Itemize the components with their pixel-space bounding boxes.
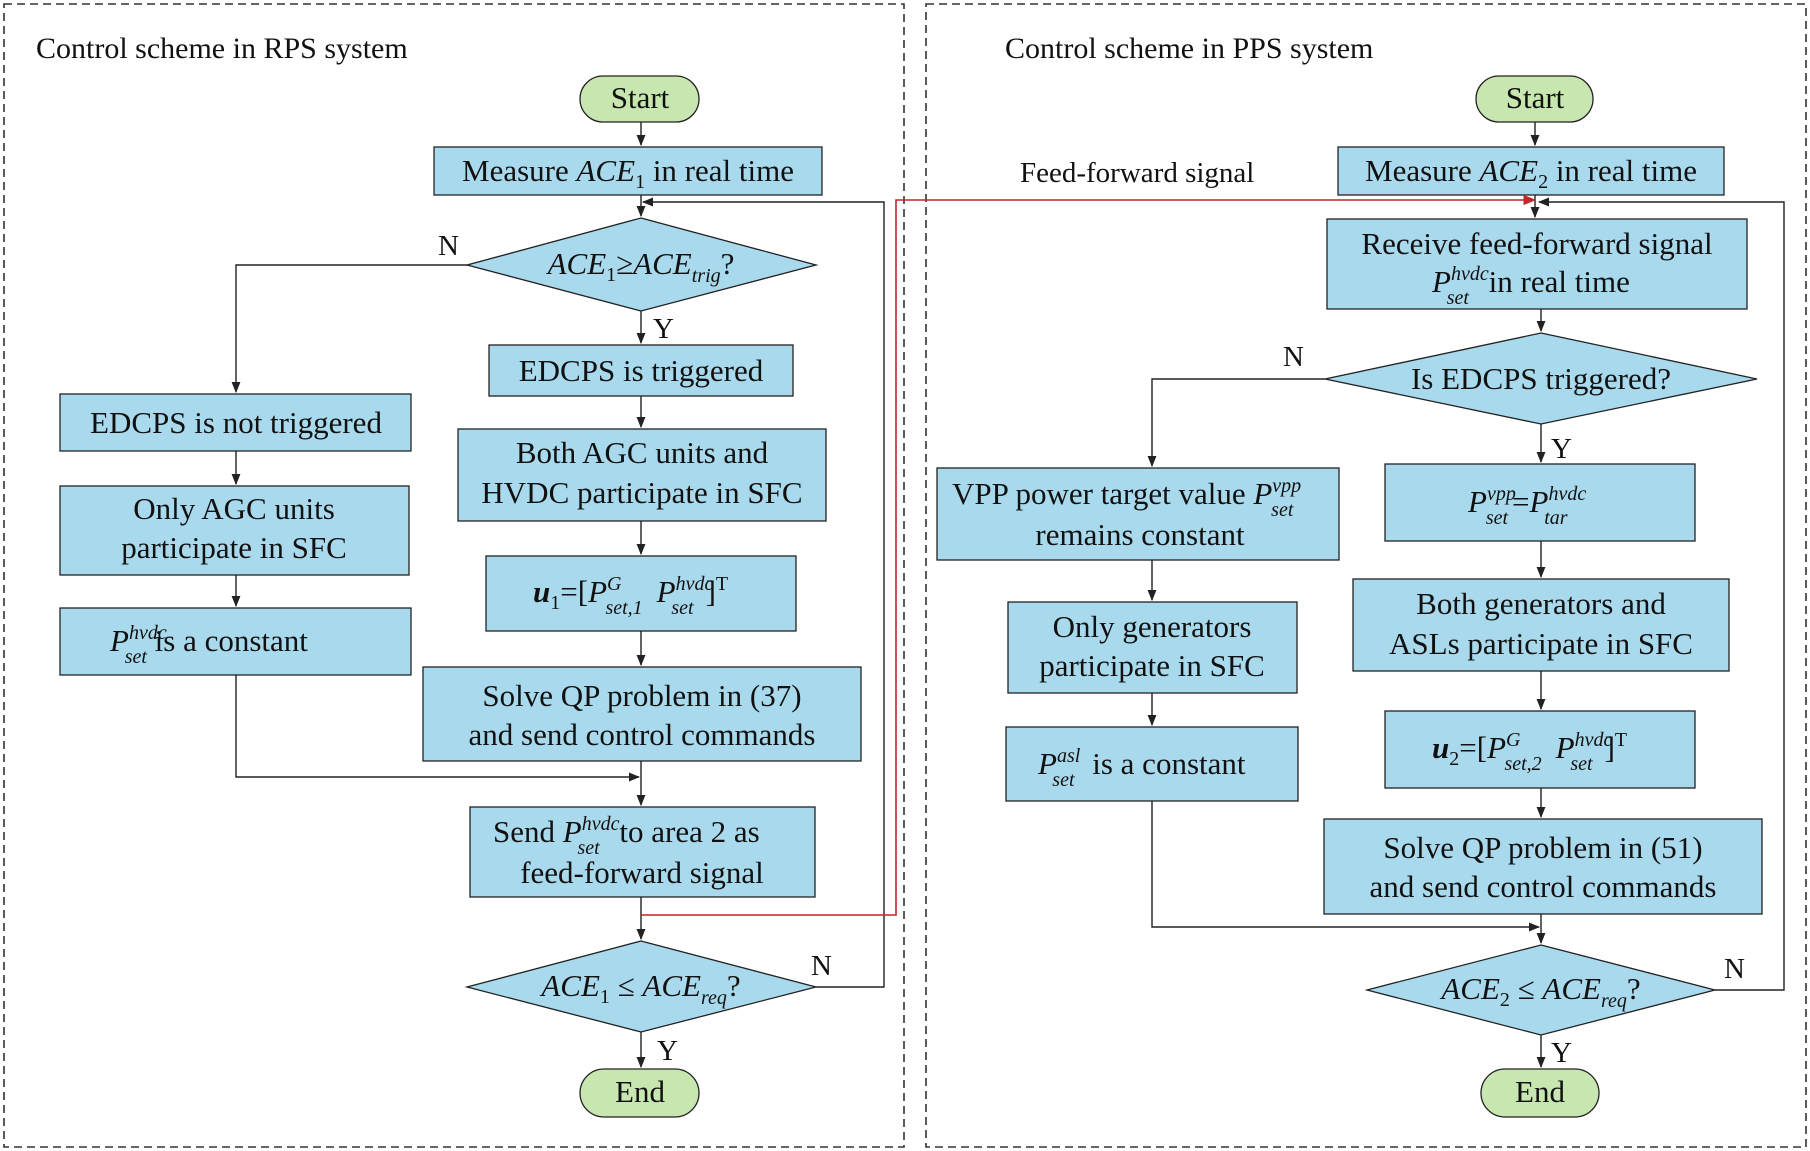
left-decision1-yes-label: Y: [653, 313, 674, 345]
right-both-box: [1352, 578, 1730, 672]
left-measure-label: Measure ACE1 in real time: [462, 153, 794, 193]
right-receive-box: [1326, 218, 1748, 310]
left-u-vector-box: [485, 555, 797, 632]
right-end-terminal: [1480, 1068, 1600, 1118]
right-end-label: End: [1515, 1074, 1565, 1109]
left-both-line1: Both AGC units and: [516, 435, 769, 470]
left-decision2-yes-label: Y: [657, 1035, 678, 1067]
left-start-label: Start: [611, 80, 670, 115]
pps-panel-title: Control scheme in PPS system: [1005, 32, 1373, 65]
left-only-agc-line2: participate in SFC: [121, 530, 347, 565]
left-solve-line1: Solve QP problem in (37): [482, 678, 801, 713]
left-end-label: End: [615, 1074, 665, 1109]
left-end-terminal: [579, 1068, 700, 1118]
right-start-label: Start: [1506, 80, 1565, 115]
right-receive-line1: Receive feed-forward signal: [1361, 226, 1712, 261]
right-vpp-line2: remains constant: [1035, 517, 1245, 552]
right-only-gen-box: [1007, 601, 1298, 694]
right-only-gen-line2: participate in SFC: [1039, 648, 1265, 683]
left-start-terminal: [579, 75, 700, 123]
pps-panel: [925, 3, 1807, 1148]
left-not-triggered-label: EDCPS is not triggered: [90, 405, 382, 440]
right-decision2-yes-label: Y: [1551, 1037, 1572, 1069]
left-both-line2: HVDC participate in SFC: [481, 475, 802, 510]
feed-forward-line: [641, 194, 1537, 916]
left-measure-box: [433, 146, 823, 196]
feed-forward-label: Feed-forward signal: [1020, 157, 1254, 189]
left-constant-box: [59, 607, 412, 676]
right-decision2-no-label: N: [1724, 953, 1745, 985]
right-measure-label: Measure ACE2 in real time: [1365, 153, 1697, 193]
right-decision1-yes-label: Y: [1551, 433, 1572, 465]
right-measure-box: [1337, 146, 1725, 196]
right-requirement-decision-label: ACE2 ≤ ACEreq?: [1439, 971, 1640, 1012]
left-decision1-no-label: N: [438, 230, 459, 262]
rps-panel-title: Control scheme in RPS system: [36, 32, 408, 65]
left-decision2-no-label: N: [811, 950, 832, 982]
right-vpp-box: [936, 467, 1340, 561]
left-triggered-box: [488, 344, 794, 397]
left-solve-line2: and send control commands: [469, 717, 816, 752]
left-send-box: [469, 806, 816, 898]
right-both-line2: ASLs participate in SFC: [1389, 626, 1693, 661]
right-triggered-decision-label: Is EDCPS triggered?: [1411, 361, 1671, 396]
right-solve-line2: and send control commands: [1370, 869, 1717, 904]
left-only-agc-line1: Only AGC units: [133, 491, 335, 526]
left-trigger-decision-label: ACE1≥ACEtrig?: [546, 246, 735, 287]
right-u-vector-box: [1384, 710, 1696, 789]
right-vpp-equation-box: [1384, 463, 1696, 542]
right-both-line1: Both generators and: [1416, 586, 1666, 621]
rps-panel: [3, 3, 905, 1148]
right-solve-box: [1323, 818, 1763, 915]
left-triggered-label: EDCPS is triggered: [519, 353, 764, 388]
left-connectors: [231, 122, 885, 1069]
right-decision1-no-label: N: [1283, 341, 1304, 373]
right-asl-constant-box: [1005, 726, 1299, 802]
left-both-box: [457, 428, 827, 522]
left-not-triggered-box: [59, 393, 412, 452]
right-solve-line1: Solve QP problem in (51): [1383, 830, 1702, 865]
left-send-line2: feed-forward signal: [520, 855, 764, 890]
right-connectors: [1147, 122, 1785, 1069]
left-solve-box: [422, 666, 862, 762]
right-only-gen-line1: Only generators: [1053, 609, 1252, 644]
left-requirement-decision-label: ACE1 ≤ ACEreq?: [539, 968, 740, 1009]
left-only-agc-box: [59, 485, 410, 576]
